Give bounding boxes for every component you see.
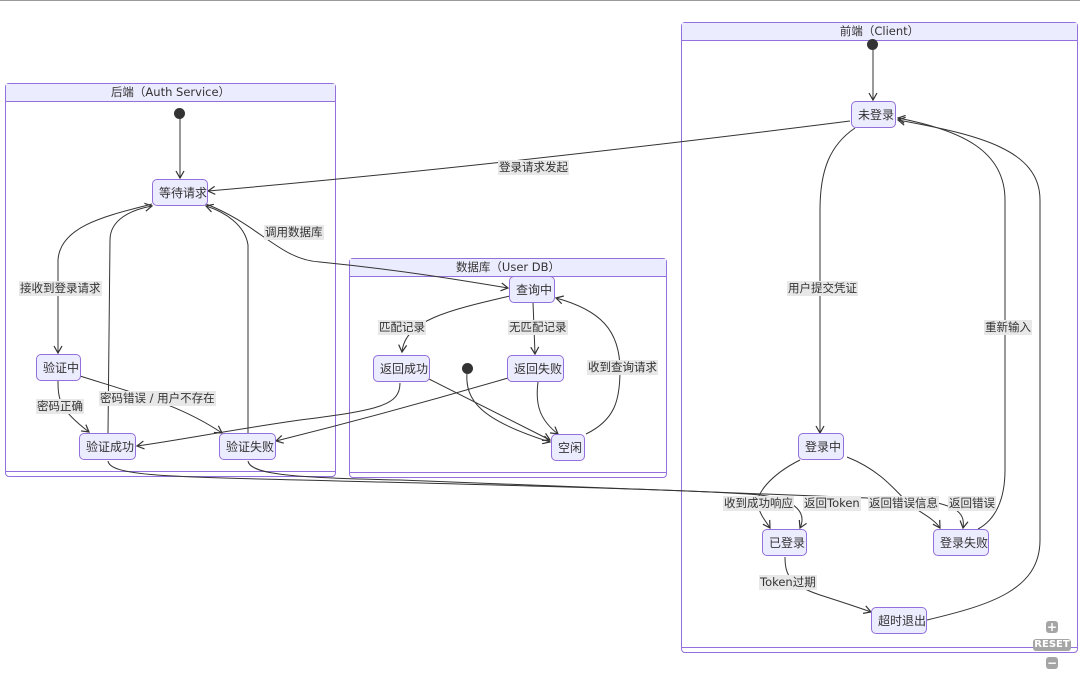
edge-login-failed-to-not-logged-in (896, 114, 1006, 530)
edge-return-fail-to-verify-fail (274, 377, 509, 444)
edge-timeout-to-not-logged-in (896, 116, 1041, 621)
edge-verify-success-to-waiting (107, 202, 154, 434)
edge-label-success-response: 收到成功响应 (723, 496, 794, 511)
state-logged-in[interactable]: 已登录 (762, 529, 807, 556)
state-timeout-logout[interactable]: 超时退出 (871, 607, 927, 634)
edge-label-reenter: 重新输入 (984, 320, 1032, 335)
state-return-fail[interactable]: 返回失败 (507, 355, 564, 382)
cluster-frontend-title: 前端（Client） (682, 23, 1077, 41)
state-logging-in[interactable]: 登录中 (798, 433, 844, 460)
edge-verify-fail-to-waiting (204, 203, 249, 433)
cluster-backend-footer (6, 471, 335, 476)
edge-label-call-db: 调用数据库 (264, 225, 324, 240)
edge-db-start-to-idle (466, 372, 552, 445)
edge-return-success-to-idle (428, 378, 552, 442)
edge-label-login-request: 登录请求发起 (498, 160, 569, 175)
reset-button[interactable]: RESET (1033, 639, 1071, 651)
zoom-in-button[interactable]: + (1046, 620, 1058, 634)
edge-not-logged-in-to-logging-in (815, 127, 856, 435)
edge-not-logged-in-to-waiting (206, 120, 851, 195)
edge-label-no-match-record: 无匹配记录 (508, 320, 568, 335)
edge-waiting-to-verifying (53, 203, 153, 355)
zoom-out-button[interactable]: − (1046, 656, 1058, 670)
state-verify-success[interactable]: 验证成功 (79, 433, 136, 460)
edge-label-receive-query: 收到查询请求 (587, 360, 658, 375)
cluster-database-footer (350, 472, 666, 477)
edge-label-match-record: 匹配记录 (378, 320, 426, 335)
state-not-logged-in[interactable]: 未登录 (851, 101, 896, 128)
edge-label-receive-request: 接收到登录请求 (19, 281, 102, 296)
edge-label-return-error-info: 返回错误信息 (868, 496, 939, 511)
backend-start-marker (174, 108, 185, 119)
cluster-database-title: 数据库（User DB） (350, 259, 666, 277)
edge-label-return-error: 返回错误 (948, 496, 996, 511)
edge-logged-in-to-timeout (784, 556, 873, 614)
edge-verify-fail-to-login-failed (247, 460, 969, 530)
cluster-backend-title: 后端（Auth Service） (6, 84, 335, 102)
edge-return-fail-to-idle (536, 381, 559, 435)
edge-return-success-to-verify-success (135, 382, 401, 450)
edge-label-return-token: 返回Token (803, 496, 861, 511)
state-idle[interactable]: 空闲 (551, 434, 585, 461)
state-verify-fail[interactable]: 验证失败 (219, 433, 276, 460)
edge-querying-to-return-success (398, 295, 511, 354)
edge-label-submit-credentials: 用户提交凭证 (787, 281, 858, 296)
cluster-frontend-footer (682, 647, 1077, 652)
edge-logging-in-to-login-failed (846, 456, 941, 530)
state-querying[interactable]: 查询中 (509, 276, 555, 303)
edge-waiting-to-querying (205, 203, 510, 292)
edge-verify-success-to-logged-in (107, 460, 807, 530)
state-waiting-request[interactable]: 等待请求 (152, 179, 208, 206)
edge-label-token-expired: Token过期 (759, 575, 817, 590)
top-divider (0, 0, 1080, 1)
edge-label-password-correct: 密码正确 (36, 399, 84, 414)
state-verifying[interactable]: 验证中 (36, 354, 81, 381)
database-start-marker (462, 363, 473, 374)
state-return-success[interactable]: 返回成功 (373, 355, 430, 382)
edge-label-password-wrong: 密码错误 / 用户不存在 (99, 391, 216, 406)
frontend-start-marker (867, 39, 878, 50)
state-login-failed[interactable]: 登录失败 (933, 529, 989, 556)
